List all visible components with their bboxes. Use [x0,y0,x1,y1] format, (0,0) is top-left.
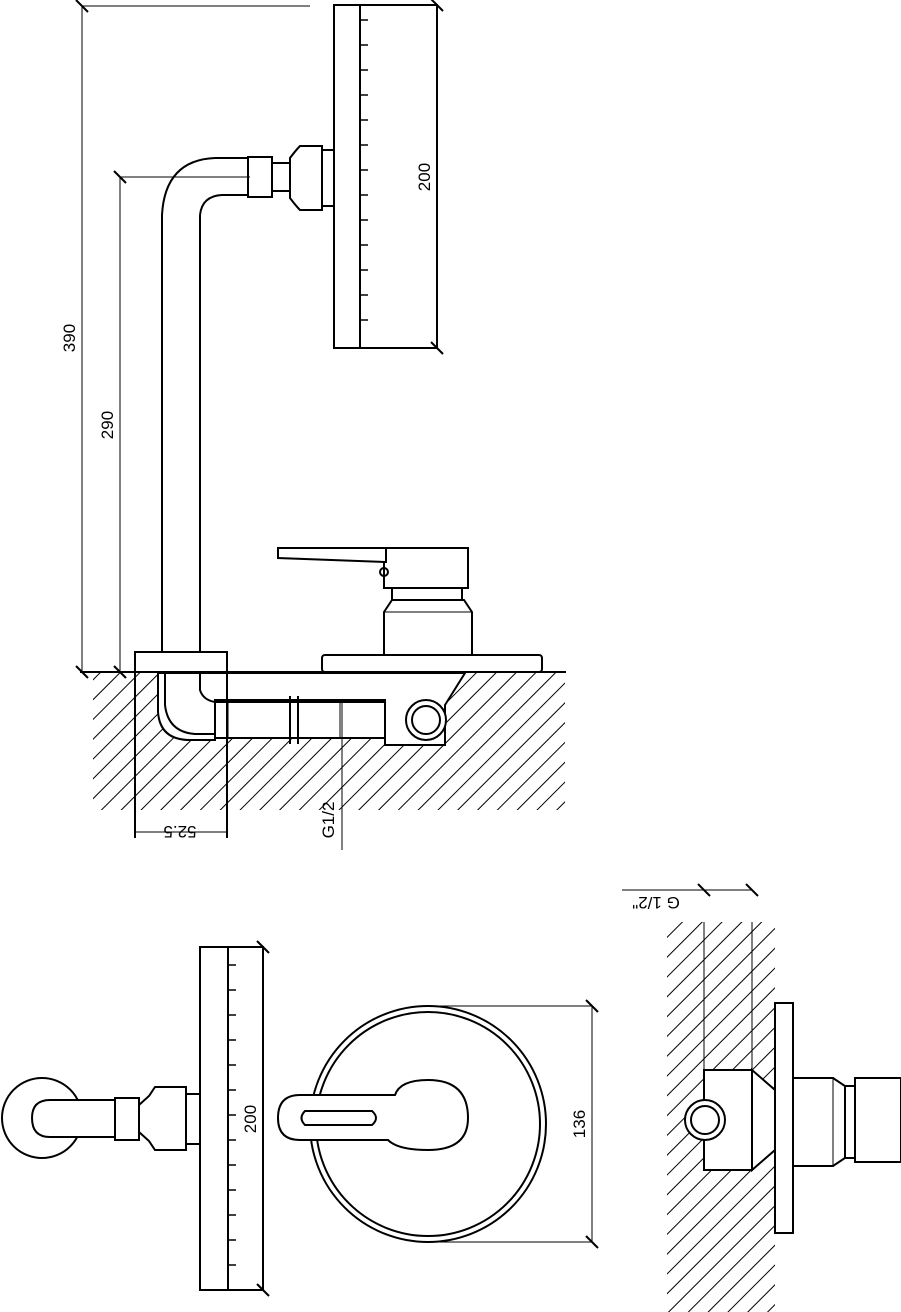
dimension-390: 390 [60,0,310,679]
dimension-136-label: 136 [570,1110,589,1138]
shower-head-top-ticks [228,964,236,1266]
dimension-g12-section-label: G 1/2" [632,893,680,912]
section-mixer-cap [854,1077,901,1163]
dimension-200-top-label: 200 [241,1105,260,1133]
arm-bend [161,157,248,216]
elbow-in-wall [164,673,215,735]
dimension-52-5: 52.5 [134,672,228,841]
mixer-cap [383,547,469,589]
shower-head-top [199,946,264,1291]
shower-head-ticks [360,19,368,321]
side-view: 390 290 200 52.5 G1/2 [60,0,566,850]
arm-flange [134,651,228,673]
section-cover-plate [774,1002,794,1234]
mixer-cover-plate [321,654,543,673]
mixer-lever-side [277,547,387,564]
dimension-290: 290 [98,170,250,679]
dimension-g12-side-label: G1/2 [319,802,338,839]
arm-connector [247,156,273,198]
section-mixer-body [792,1077,846,1167]
wall-recess [157,672,467,746]
dimension-390-label: 390 [60,324,79,352]
dimension-136: 136 [428,999,599,1249]
mixer-body [383,599,473,656]
valve-body-inner [411,705,441,735]
dimension-200-side-label: 200 [415,163,434,191]
dimension-g12-section: G 1/2" [622,883,759,912]
dimension-290-label: 290 [98,411,117,439]
section-view: G 1/2" [622,883,901,1312]
pipe-channel [214,701,386,739]
arm-top [30,1099,116,1138]
dimension-200-top: 200 [241,940,270,1297]
section-valve-inner [690,1105,720,1135]
mixer-lever-top [276,1078,470,1152]
dimension-200-side: 200 [415,0,444,355]
shower-head-side [333,4,438,349]
dimension-g12-side: G1/2 [319,700,343,850]
dimension-52-5-label: 52.5 [163,822,196,841]
top-view: 200 136 [1,940,599,1297]
